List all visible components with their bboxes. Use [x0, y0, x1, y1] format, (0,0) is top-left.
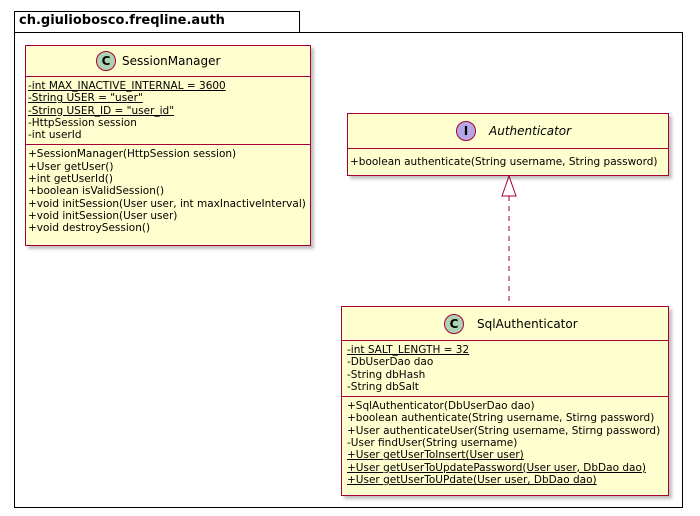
method: +User getUser()	[28, 160, 114, 173]
class-name: SqlAuthenticator	[477, 317, 578, 331]
field: -String USER_ID = "user_id"	[28, 104, 175, 117]
method: +SqlAuthenticator(DbUserDao dao)	[347, 400, 535, 413]
interface-authenticator[interactable]: I Authenticator +boolean authenticate(St…	[347, 113, 669, 176]
methods-section: +boolean authenticate(String username, S…	[348, 149, 668, 171]
methods-section: +SqlAuthenticator(DbUserDao dao) +boolea…	[342, 397, 668, 489]
method: -User findUser(String username)	[347, 437, 518, 450]
field: -String USER = "user"	[28, 92, 143, 105]
class-session-manager[interactable]: C SessionManager -int MAX_INACTIVE_INTER…	[25, 45, 311, 246]
method: +void initSession(User user)	[28, 209, 178, 222]
class-badge-icon: C	[444, 314, 464, 334]
method: +void destroySession()	[28, 222, 151, 235]
field: -String dbHash	[347, 368, 426, 381]
methods-section: +SessionManager(HttpSession session) +Us…	[26, 145, 310, 237]
field: -int SALT_LENGTH = 32	[347, 344, 470, 356]
method: +int getUserId()	[28, 173, 113, 186]
field: -int MAX_INACTIVE_INTERNAL = 3600	[28, 80, 226, 92]
field: -int userId	[28, 129, 82, 142]
method: +boolean authenticate(String username, S…	[350, 156, 658, 168]
class-badge-icon: C	[96, 51, 116, 71]
class-sql-authenticator[interactable]: C SqlAuthenticator -int SALT_LENGTH = 32…	[341, 306, 669, 496]
fields-section: -int SALT_LENGTH = 32 -DbUserDao dao -St…	[342, 341, 668, 398]
method: +void initSession(User user, int maxInac…	[28, 197, 306, 210]
class-name: SessionManager	[122, 54, 221, 68]
method: +SessionManager(HttpSession session)	[28, 148, 237, 161]
method: +User authenticateUser(String username, …	[347, 424, 661, 437]
method: +User getUserToUPdate(User user, DbDao d…	[347, 473, 597, 486]
method: +User getUserToInsert(User user)	[347, 449, 524, 462]
interface-name: Authenticator	[489, 124, 572, 138]
package-tab	[14, 11, 300, 33]
interface-badge-icon: I	[456, 121, 476, 141]
field: -DbUserDao dao	[347, 356, 434, 369]
field: -HttpSession session	[28, 116, 137, 129]
package-name: ch.giuliobosco.freqline.auth	[19, 13, 225, 28]
method: +User getUserToUpdatePassword(User user,…	[347, 461, 646, 474]
method: +boolean authenticate(String username, S…	[347, 412, 655, 425]
method: +boolean isValidSession()	[28, 185, 165, 198]
fields-section: -int MAX_INACTIVE_INTERNAL = 3600 -Strin…	[26, 77, 310, 146]
field: -String dbSalt	[347, 380, 419, 393]
